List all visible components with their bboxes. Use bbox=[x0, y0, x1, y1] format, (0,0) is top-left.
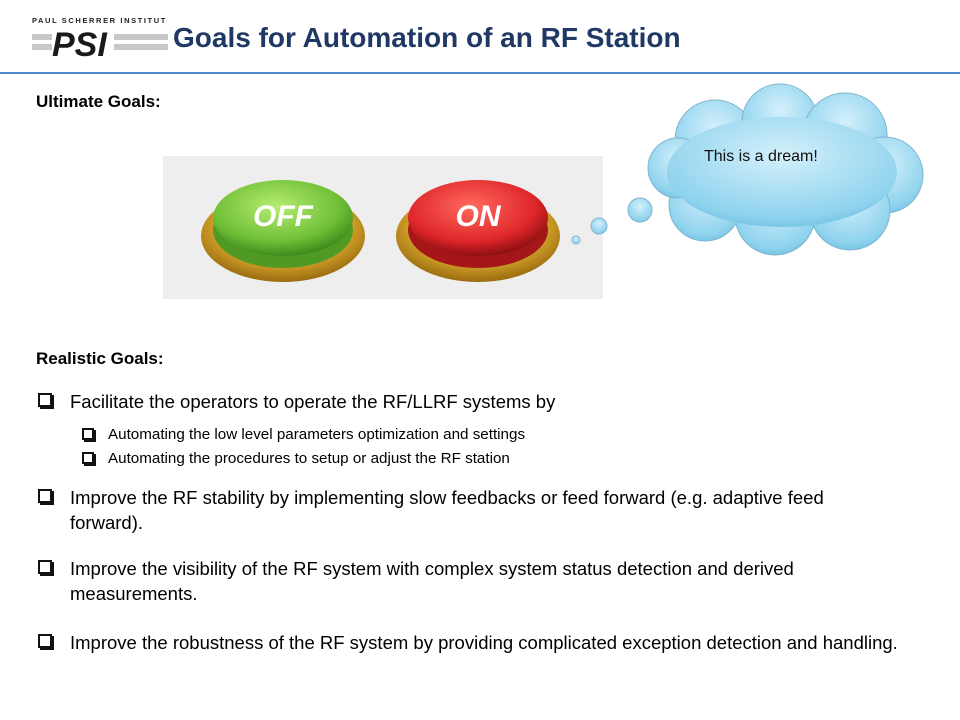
thought-dots bbox=[571, 197, 653, 245]
thought-bubble bbox=[571, 83, 924, 256]
header-rule bbox=[0, 72, 960, 74]
cloud-text: This is a dream! bbox=[704, 148, 818, 165]
off-button: OFF bbox=[201, 180, 365, 282]
logo-caption: PAUL SCHERRER INSTITUT bbox=[32, 16, 167, 25]
checkbox-bullet-icon bbox=[82, 452, 94, 464]
list-item: Facilitate the operators to operate the … bbox=[38, 389, 898, 414]
logo-wordmark: PSI bbox=[52, 26, 108, 62]
psi-logo-graphic: PSI bbox=[32, 26, 168, 62]
realistic-goals-heading: Realistic Goals: bbox=[36, 349, 164, 368]
checkbox-bullet-icon bbox=[38, 560, 52, 574]
list-item: Improve the robustness of the RF system … bbox=[38, 630, 898, 655]
off-label: OFF bbox=[253, 200, 314, 233]
checkbox-bullet-icon bbox=[38, 634, 52, 648]
checkbox-bullet-icon bbox=[82, 428, 94, 440]
off-on-buttons-image: OFF ON bbox=[163, 156, 603, 299]
checkbox-bullet-icon bbox=[38, 393, 52, 407]
on-label: ON bbox=[456, 200, 502, 233]
list-item: Automating the low level parameters opti… bbox=[82, 425, 882, 444]
list-item: Improve the visibility of the RF system … bbox=[38, 556, 898, 606]
slide-header: PAUL SCHERRER INSTITUT PSI Goals for Aut… bbox=[0, 0, 960, 74]
on-button: ON bbox=[396, 180, 560, 282]
list-item: Automating the procedures to setup or ad… bbox=[82, 449, 882, 468]
ultimate-goals-heading: Ultimate Goals: bbox=[36, 92, 161, 111]
page-title: Goals for Automation of an RF Station bbox=[173, 22, 681, 53]
psi-logo: PAUL SCHERRER INSTITUT PSI bbox=[30, 16, 170, 62]
checkbox-bullet-icon bbox=[38, 489, 52, 503]
list-item: Improve the RF stability by implementing… bbox=[38, 485, 898, 535]
